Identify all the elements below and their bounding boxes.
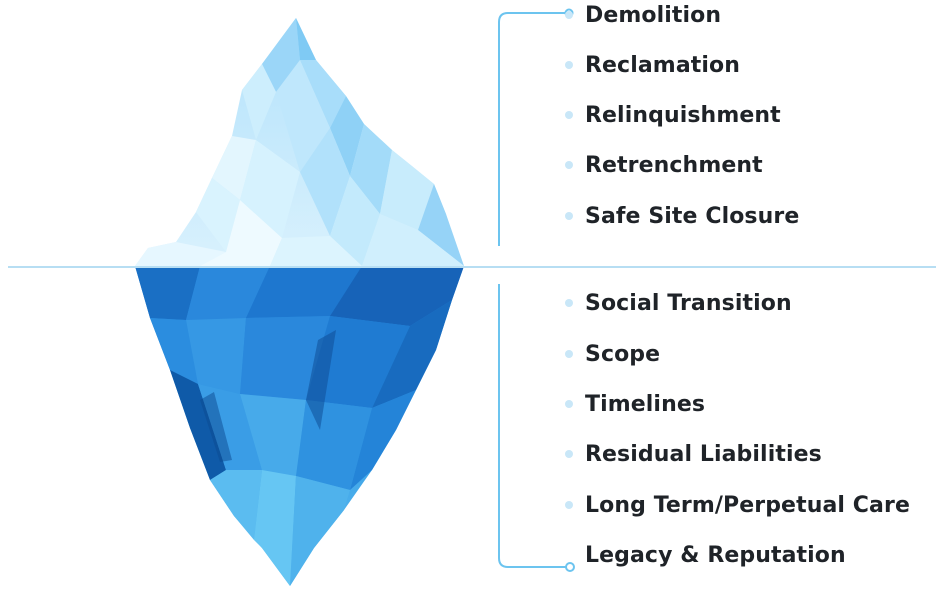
item-label: Retrenchment xyxy=(585,152,763,178)
bullet-dot xyxy=(565,400,573,408)
list-item-safe-site-closure: Safe Site Closure xyxy=(565,201,799,231)
list-item-reclamation: Reclamation xyxy=(565,50,740,80)
list-item-relinquishment: Relinquishment xyxy=(565,100,781,130)
list-item-residual-liabilities: Residual Liabilities xyxy=(565,439,822,469)
bullet-dot xyxy=(565,11,573,19)
bracket-end-node xyxy=(565,562,575,572)
iceberg-tip xyxy=(135,18,464,266)
bullet-dot xyxy=(565,350,573,358)
list-item-social-transition: Social Transition xyxy=(565,288,792,318)
iceberg-submerged xyxy=(135,266,464,586)
list-item-demolition: Demolition xyxy=(565,0,721,30)
bullet-dot xyxy=(565,501,573,509)
bullet-dot xyxy=(565,450,573,458)
list-item-scope: Scope xyxy=(565,339,660,369)
bullet-dot xyxy=(565,212,573,220)
bullet-dot xyxy=(565,111,573,119)
bullet-dot xyxy=(565,299,573,307)
item-label: Residual Liabilities xyxy=(585,441,822,467)
list-item-long-term-perpetual-care: Long Term/Perpetual Care xyxy=(565,490,910,520)
item-label: Safe Site Closure xyxy=(585,203,800,229)
list-item-legacy-reputation: Legacy & Reputation xyxy=(565,540,846,570)
list-item-timelines: Timelines xyxy=(565,389,705,419)
item-label: Scope xyxy=(585,341,661,367)
below-waterline-bracket xyxy=(498,284,566,568)
list-item-retrenchment: Retrenchment xyxy=(565,150,763,180)
item-label: Social Transition xyxy=(585,290,792,316)
item-label: Relinquishment xyxy=(585,102,781,128)
item-label: Demolition xyxy=(585,2,722,28)
bullet-dot xyxy=(565,161,573,169)
item-label: Long Term/Perpetual Care xyxy=(585,492,910,518)
bullet-dot xyxy=(565,61,573,69)
item-label: Legacy & Reputation xyxy=(585,542,846,568)
item-label: Timelines xyxy=(585,391,706,417)
above-waterline-bracket xyxy=(498,12,568,246)
item-label: Reclamation xyxy=(585,52,740,78)
